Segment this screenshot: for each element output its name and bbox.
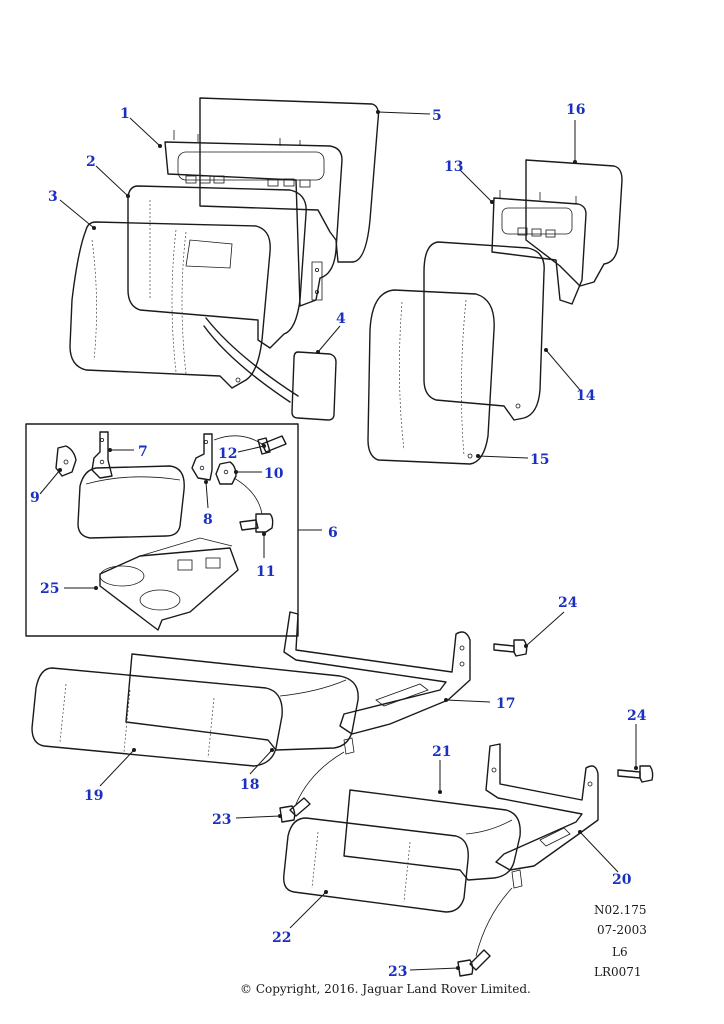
- leader-lines: [39, 110, 638, 971]
- seat-frame-small: [485, 743, 599, 889]
- bolt-11: [233, 477, 274, 533]
- callout-1: 1: [120, 106, 130, 122]
- callout-19: 19: [84, 788, 103, 804]
- armrest: [77, 465, 185, 539]
- hinge-plate-left: [55, 445, 77, 477]
- callout-20: 20: [612, 872, 632, 888]
- backrest-cover: [69, 221, 299, 403]
- bracket-7: [91, 431, 113, 479]
- screw-23-lower: [457, 887, 513, 977]
- hinge-plate-10: [215, 461, 237, 485]
- callout-22: 22: [272, 930, 291, 946]
- callout-21: 21: [432, 744, 451, 760]
- callout-3: 3: [48, 189, 58, 205]
- small-backrest-cover: [367, 289, 495, 465]
- reference-id: LR0071: [594, 965, 642, 979]
- callout-9: 9: [30, 490, 40, 506]
- cupholder-tray: [99, 537, 239, 631]
- seat-foam-large: [125, 653, 359, 751]
- callout-13: 13: [444, 159, 463, 175]
- callout-14: 14: [576, 388, 596, 404]
- armrest-kit-box: [25, 423, 299, 637]
- callout-7: 7: [138, 444, 148, 460]
- callout-12: 12: [218, 446, 237, 462]
- bolt-12: [213, 435, 287, 455]
- callout-6: 6: [328, 525, 338, 541]
- seat-frame-large: [283, 611, 471, 755]
- callout-10: 10: [264, 466, 284, 482]
- reference-model: L6: [612, 945, 628, 959]
- backrest-frame: [164, 130, 343, 307]
- copyright-notice: © Copyright, 2016. Jaguar Land Rover Lim…: [240, 982, 531, 996]
- callout-16: 16: [566, 102, 585, 118]
- callout-23-lower: 23: [388, 964, 407, 980]
- reference-date: 07-2003: [597, 923, 647, 937]
- callout-11: 11: [256, 564, 275, 580]
- callout-17: 17: [496, 696, 515, 712]
- small-backrest-rear-panel: [525, 159, 623, 287]
- callout-24-lower: 24: [627, 708, 647, 724]
- screw-24-upper: [493, 639, 528, 657]
- callout-18: 18: [240, 777, 259, 793]
- head-restraint-pad: [291, 351, 337, 421]
- callout-15: 15: [530, 452, 549, 468]
- seat-cover-small: [283, 817, 513, 913]
- callout-23-upper: 23: [212, 812, 231, 828]
- backrest-rear-panel: [199, 97, 380, 263]
- callout-5: 5: [432, 108, 442, 124]
- seat-cover-large: [31, 667, 347, 767]
- bracket-8: [191, 433, 213, 481]
- small-backrest-frame: [491, 190, 587, 305]
- callout-24-upper: 24: [558, 595, 578, 611]
- callout-25: 25: [40, 581, 59, 597]
- callout-4: 4: [336, 311, 346, 327]
- callout-8: 8: [203, 512, 213, 528]
- screw-23-upper: [279, 751, 345, 823]
- small-backrest-foam: [423, 241, 545, 421]
- callout-2: 2: [86, 154, 96, 170]
- backrest-foam: [127, 185, 307, 349]
- reference-code: N02.175: [594, 903, 647, 917]
- seat-foam-small: [343, 789, 521, 881]
- screw-24-lower: [617, 765, 654, 783]
